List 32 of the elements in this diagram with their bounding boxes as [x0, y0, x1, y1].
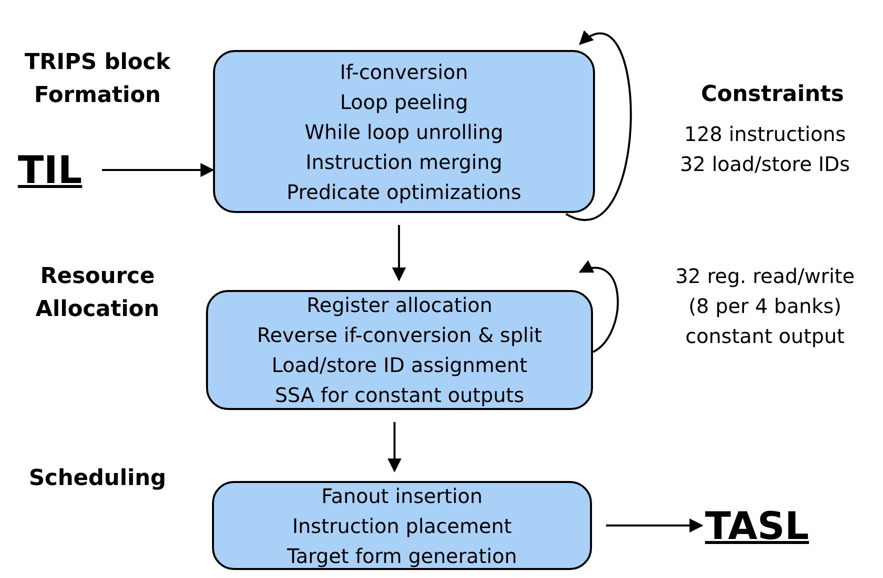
process-box — [213, 50, 595, 213]
step-text: SSA for constant outputs — [274, 382, 524, 409]
step-text: Load/store ID assignment — [272, 352, 528, 379]
step-text: Instruction merging — [306, 148, 502, 176]
arrow — [102, 163, 214, 177]
step-text: Predicate optimizations — [286, 178, 522, 206]
constraint-text: (8 per 4 banks) — [688, 293, 842, 320]
arrow — [392, 225, 406, 282]
constraint-text: 32 load/store IDs — [679, 151, 851, 178]
constraint-text: constant output — [684, 323, 846, 350]
section-heading: Constraints — [700, 81, 846, 109]
section-heading: TRIPS block Formation — [24, 49, 172, 110]
arrow — [578, 261, 619, 353]
terminal-label: TASL — [702, 502, 812, 550]
arrow — [606, 518, 704, 532]
step-text: Fanout insertion — [321, 482, 483, 510]
step-text: If-conversion — [340, 58, 468, 86]
step-text: Instruction placement — [292, 512, 512, 540]
process-box — [206, 290, 593, 410]
step-text: Register allocation — [306, 292, 492, 319]
step-text: While loop unrolling — [304, 118, 504, 146]
section-heading: Scheduling — [28, 465, 168, 493]
arrow — [566, 31, 632, 221]
process-box — [212, 481, 592, 570]
section-heading: Resource Allocation — [34, 263, 160, 324]
arrow — [388, 422, 402, 472]
constraint-text: 128 instructions — [683, 121, 847, 148]
step-text: Reverse if-conversion & split — [256, 322, 542, 349]
terminal-label: TIL — [12, 146, 88, 194]
step-text: Target form generation — [287, 542, 517, 570]
step-text: Loop peeling — [340, 88, 468, 116]
constraint-text: 32 reg. read/write — [674, 263, 856, 290]
